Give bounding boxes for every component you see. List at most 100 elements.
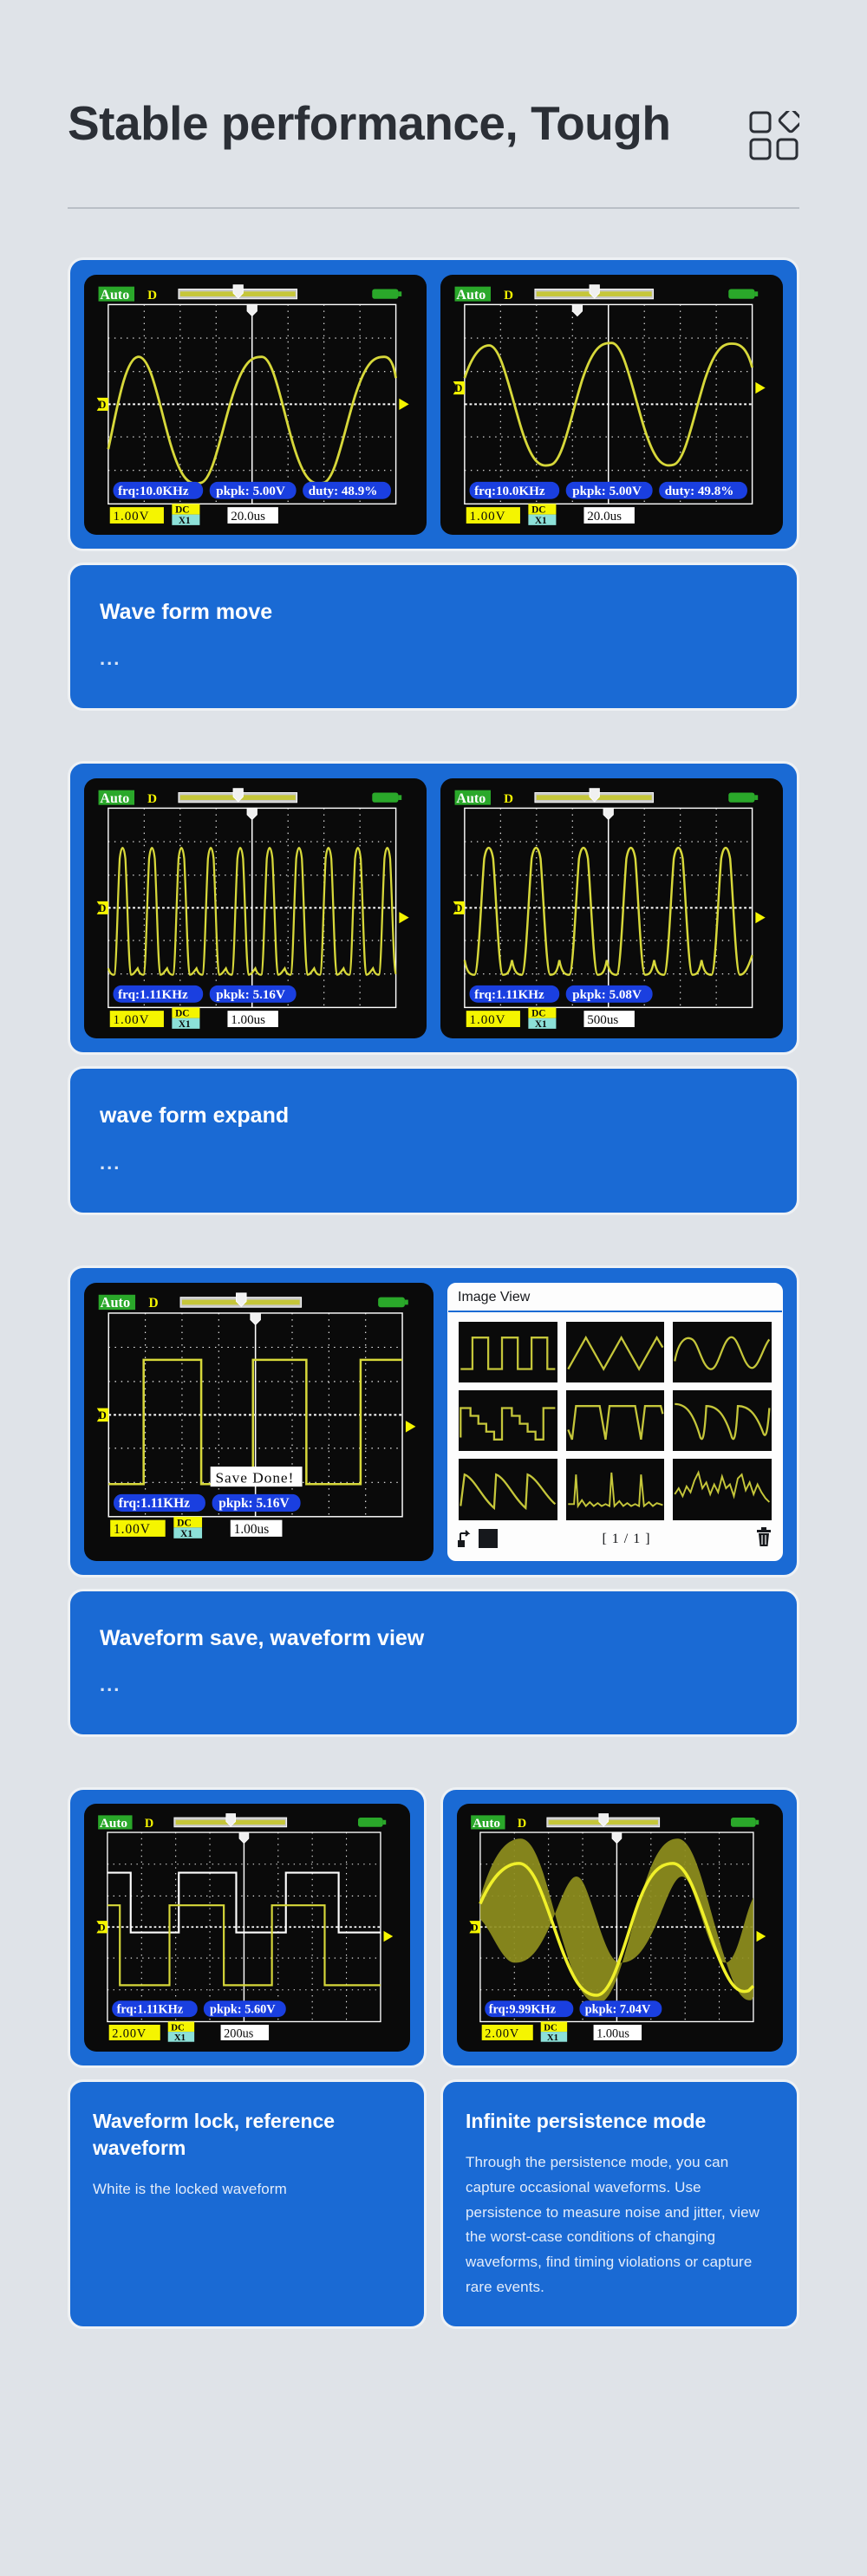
svg-text:1.00us: 1.00us bbox=[231, 1013, 265, 1027]
caption-card: Wave form move ... bbox=[68, 562, 799, 712]
oscilloscope-screen[interactable]: Auto D bbox=[440, 778, 783, 1038]
svg-text:Auto: Auto bbox=[100, 791, 129, 806]
caption-title: Waveform lock, reference waveform bbox=[93, 2109, 336, 2159]
svg-text:DC: DC bbox=[544, 2023, 557, 2033]
svg-text:X1: X1 bbox=[174, 2033, 186, 2043]
svg-text:X1: X1 bbox=[535, 516, 547, 526]
scope-canvas: Auto D bbox=[92, 1811, 402, 2044]
caption-card: Waveform save, waveform view ... bbox=[68, 1588, 799, 1738]
caption-title: Wave form move bbox=[100, 599, 273, 624]
svg-text:D: D bbox=[504, 792, 513, 806]
screens-card: Auto D bbox=[68, 1787, 427, 2068]
scope-canvas: Auto D bbox=[465, 1811, 775, 2044]
svg-text:200us: 200us bbox=[224, 2027, 254, 2041]
caption-card: Infinite persistence mode Through the pe… bbox=[440, 2078, 799, 2330]
svg-text:D: D bbox=[98, 1922, 105, 1934]
svg-text:frq:10.0KHz: frq:10.0KHz bbox=[118, 485, 189, 498]
thumbnail-ecg-pulse[interactable] bbox=[565, 1459, 665, 1520]
group-waveform-save-view: Auto D bbox=[68, 1265, 799, 1738]
scope-canvas: Auto D bbox=[92, 1289, 426, 1540]
svg-text:500us: 500us bbox=[587, 1013, 618, 1027]
column-persistence-mode: Auto D bbox=[440, 1787, 799, 2330]
image-view-thumbnail-grid bbox=[448, 1312, 782, 1525]
svg-text:Auto: Auto bbox=[100, 1816, 127, 1831]
svg-text:D: D bbox=[148, 1296, 158, 1311]
svg-text:frq:1.11KHz: frq:1.11KHz bbox=[474, 988, 544, 1002]
svg-text:Save Done!: Save Done! bbox=[215, 1469, 294, 1486]
svg-text:X1: X1 bbox=[547, 2033, 558, 2043]
image-view-panel[interactable]: Image View bbox=[447, 1282, 783, 1561]
svg-text:1.00V: 1.00V bbox=[114, 510, 150, 524]
scope-canvas: Auto D bbox=[92, 785, 419, 1031]
feature-groups: Auto D bbox=[0, 209, 867, 2330]
thumbnail-square[interactable] bbox=[459, 1321, 557, 1382]
screens-card: Auto D bbox=[68, 761, 799, 1055]
thumbnail-exp-decay[interactable] bbox=[459, 1459, 557, 1520]
svg-text:1.00V: 1.00V bbox=[114, 1013, 150, 1027]
trash-icon[interactable] bbox=[755, 1526, 772, 1552]
svg-text:20.0us: 20.0us bbox=[587, 510, 622, 524]
svg-text:pkpk: 5.00V: pkpk: 5.00V bbox=[216, 485, 285, 498]
svg-text:frq:10.0KHz: frq:10.0KHz bbox=[474, 485, 545, 498]
svg-text:pkpk: 5.00V: pkpk: 5.00V bbox=[572, 485, 642, 498]
image-view-pager: [ 1 / 1 ] bbox=[602, 1532, 651, 1547]
thumbnail-noise[interactable] bbox=[673, 1459, 772, 1520]
svg-text:Auto: Auto bbox=[101, 1294, 131, 1311]
oscilloscope-screen[interactable]: Auto D bbox=[84, 778, 427, 1038]
svg-text:frq:1.11KHz: frq:1.11KHz bbox=[119, 1496, 190, 1511]
svg-text:D: D bbox=[455, 902, 463, 914]
svg-text:pkpk: 5.16V: pkpk: 5.16V bbox=[218, 1496, 289, 1511]
svg-text:20.0us: 20.0us bbox=[231, 510, 265, 524]
page-header: Stable performance, Tough bbox=[0, 0, 867, 209]
svg-text:D: D bbox=[99, 902, 107, 914]
oscilloscope-screen[interactable]: Auto D bbox=[440, 275, 783, 535]
caption-title: Infinite persistence mode bbox=[466, 2109, 707, 2132]
group-waveform-expand: Auto D bbox=[68, 761, 799, 1215]
svg-text:1.00V: 1.00V bbox=[114, 1522, 151, 1537]
oscilloscope-screen[interactable]: Auto D bbox=[84, 1282, 434, 1561]
thumbnail-triangle[interactable] bbox=[565, 1321, 665, 1382]
svg-text:pkpk: 5.60V: pkpk: 5.60V bbox=[210, 2003, 276, 2017]
group-waveform-move: Auto D bbox=[68, 257, 799, 712]
svg-text:D: D bbox=[455, 382, 463, 394]
svg-text:1.00us: 1.00us bbox=[596, 2027, 629, 2041]
thumbnail-sawtooth-ramp[interactable] bbox=[565, 1389, 665, 1452]
color-swatch-icon[interactable] bbox=[479, 1528, 498, 1552]
svg-text:DC: DC bbox=[531, 1009, 545, 1019]
svg-text:X1: X1 bbox=[179, 1019, 191, 1030]
svg-text:X1: X1 bbox=[180, 1528, 192, 1538]
screens-card: Auto D bbox=[68, 1265, 799, 1577]
caption-title: wave form expand bbox=[100, 1103, 290, 1128]
thumbnail-staircase[interactable] bbox=[459, 1389, 557, 1452]
oscilloscope-screen[interactable]: Auto D bbox=[84, 275, 427, 535]
caption-card: Waveform lock, reference waveform White … bbox=[68, 2078, 427, 2330]
thumbnail-exp-decay-rev[interactable] bbox=[673, 1389, 772, 1452]
svg-text:DC: DC bbox=[531, 505, 545, 516]
oscilloscope-screen[interactable]: Auto D bbox=[457, 1804, 783, 2052]
oscilloscope-screen[interactable]: Auto D bbox=[84, 1804, 410, 2052]
caption-title: Waveform save, waveform view bbox=[100, 1625, 425, 1650]
svg-text:D: D bbox=[147, 792, 157, 806]
header-divider bbox=[68, 207, 799, 209]
swap-icon[interactable] bbox=[458, 1527, 475, 1552]
svg-text:DC: DC bbox=[175, 1009, 189, 1019]
screens-card: Auto D bbox=[68, 257, 799, 551]
caption-body: White is the locked waveform bbox=[93, 2180, 287, 2197]
svg-text:DC: DC bbox=[175, 505, 189, 516]
svg-text:Auto: Auto bbox=[100, 288, 129, 302]
thumbnail-sine[interactable] bbox=[673, 1321, 772, 1382]
grid-diamond-icon bbox=[749, 107, 804, 166]
page-title: Stable performance, Tough bbox=[68, 96, 671, 150]
scope-canvas: Auto D bbox=[448, 282, 775, 527]
column-waveform-lock: Auto D bbox=[68, 1787, 427, 2330]
svg-text:1.00us: 1.00us bbox=[234, 1522, 270, 1537]
svg-text:pkpk: 5.08V: pkpk: 5.08V bbox=[572, 988, 642, 1002]
svg-text:Auto: Auto bbox=[473, 1816, 500, 1831]
svg-text:D: D bbox=[518, 1817, 526, 1831]
svg-text:2.00V: 2.00V bbox=[112, 2027, 147, 2041]
svg-text:pkpk: 5.16V: pkpk: 5.16V bbox=[216, 988, 285, 1002]
caption-ellipsis: ... bbox=[100, 1151, 121, 1174]
svg-text:frq:9.99KHz: frq:9.99KHz bbox=[489, 2003, 557, 2017]
group-waveform-lock-persistence: Auto D bbox=[68, 1787, 799, 2330]
svg-text:1.00V: 1.00V bbox=[470, 1013, 506, 1027]
